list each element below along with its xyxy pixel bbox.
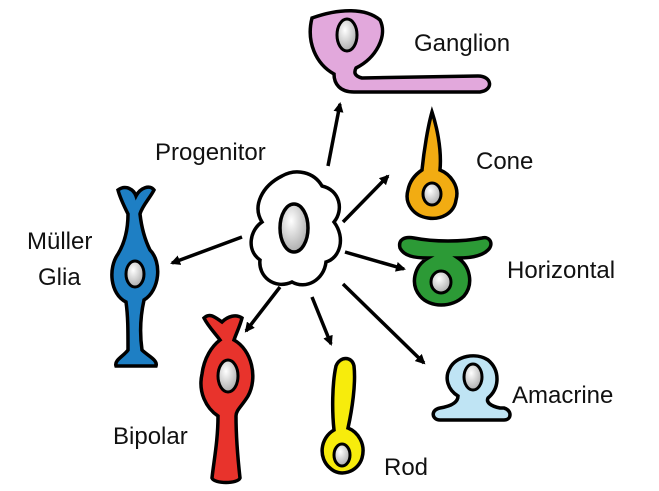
cone-nucleus [423, 183, 441, 205]
arrow-to-bipolar [246, 287, 280, 331]
horizontal-cell [400, 237, 491, 305]
label-cone: Cone [476, 150, 533, 174]
rod-nucleus [334, 444, 350, 466]
label-bipolar: Bipolar [113, 425, 188, 449]
horizontal-nucleus [431, 271, 451, 293]
muller-glia-cell [112, 187, 158, 366]
label-muller-line1: Müller [27, 230, 92, 254]
label-horizontal: Horizontal [507, 259, 615, 283]
muller-nucleus [126, 261, 144, 287]
amacrine-nucleus [464, 364, 482, 390]
arrow-to-amacrine [343, 284, 424, 363]
ganglion-nucleus [337, 19, 357, 51]
arrow-to-cone [343, 176, 388, 222]
cone-cell [407, 112, 457, 218]
arrow-to-rod [312, 297, 331, 344]
progenitor-cell [251, 172, 340, 285]
bipolar-cell [201, 315, 253, 482]
amacrine-cell [433, 356, 510, 420]
label-amacrine: Amacrine [512, 384, 613, 408]
rod-cell [322, 359, 363, 473]
arrow-to-horizontal [345, 252, 404, 269]
progenitor-nucleus [280, 204, 308, 252]
label-rod: Rod [384, 456, 428, 480]
label-muller-line2: Glia [38, 266, 81, 290]
label-ganglion: Ganglion [414, 32, 510, 56]
bipolar-nucleus [218, 360, 238, 392]
arrow-to-muller [172, 237, 242, 263]
arrow-to-ganglion [328, 104, 340, 166]
label-progenitor: Progenitor [155, 141, 266, 165]
